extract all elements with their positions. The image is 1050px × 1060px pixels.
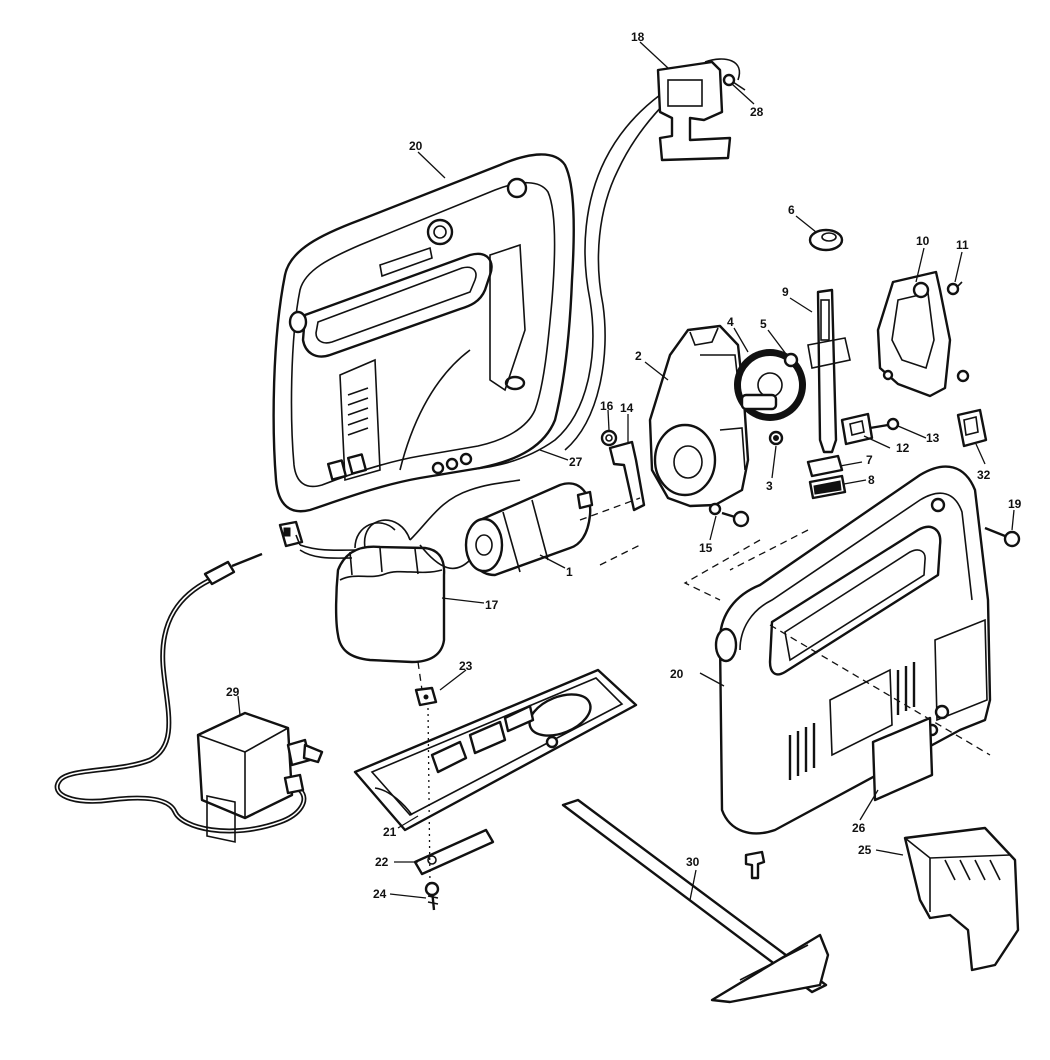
leader-lines xyxy=(237,41,1015,901)
part-screw-13 xyxy=(869,417,900,431)
part-switch xyxy=(454,58,741,471)
callout-16: 16 xyxy=(600,399,614,413)
part-charger-cord xyxy=(54,552,307,834)
align-line-screw-15 xyxy=(683,539,761,601)
align-line-motor xyxy=(579,497,641,521)
part-bush-8 xyxy=(808,474,847,500)
part-connector xyxy=(278,520,304,548)
callout-3: 3 xyxy=(766,479,773,493)
part-screw-24 xyxy=(424,881,440,911)
callout-24: 24 xyxy=(373,887,387,901)
callout-29: 29 xyxy=(226,685,240,699)
callout-6: 6 xyxy=(788,203,795,217)
callout-8: 8 xyxy=(868,473,875,487)
callout-15: 15 xyxy=(699,541,713,555)
callout-9: 9 xyxy=(782,285,789,299)
align-line-battery xyxy=(417,661,423,691)
callout-4: 4 xyxy=(727,315,734,329)
callout-32: 32 xyxy=(977,468,991,482)
align-line-body xyxy=(769,624,991,756)
part-screw-19 xyxy=(984,526,1021,548)
callout-22: 22 xyxy=(375,855,389,869)
part-nut-3 xyxy=(768,430,784,446)
part-screw-28 xyxy=(722,73,746,91)
callout-12: 12 xyxy=(896,441,910,455)
part-shoe-cover-25 xyxy=(903,826,1020,972)
part-plunger-9 xyxy=(807,288,851,454)
callout-5: 5 xyxy=(760,317,767,331)
part-nut-23 xyxy=(414,686,438,707)
part-housing-right xyxy=(714,465,992,835)
part-screw-15 xyxy=(708,502,750,528)
part-gear-housing-2 xyxy=(648,324,750,508)
callout-27: 27 xyxy=(569,455,583,469)
part-battery-17 xyxy=(299,479,521,664)
callout-7: 7 xyxy=(866,453,873,467)
callout-20-right: 20 xyxy=(670,667,684,681)
callout-11: 11 xyxy=(956,238,969,252)
part-bush-7 xyxy=(806,454,844,478)
callout-21: 21 xyxy=(383,825,397,839)
callout-2: 2 xyxy=(635,349,642,363)
part-base-plate-21 xyxy=(353,668,638,832)
part-guide-block-12 xyxy=(840,412,874,446)
callout-23: 23 xyxy=(459,659,473,673)
align-line-gear xyxy=(599,544,641,566)
part-screw-11 xyxy=(946,281,970,383)
part-nut-16 xyxy=(600,429,618,447)
callout-30: 30 xyxy=(686,855,700,869)
callout-20-left: 20 xyxy=(409,139,423,153)
callout-13: 13 xyxy=(926,431,940,445)
callout-18: 18 xyxy=(631,30,645,44)
callout-labels: 18 28 20 6 10 11 9 4 5 2 16 14 12 13 7 8… xyxy=(226,30,1022,901)
callout-10: 10 xyxy=(916,234,930,248)
callout-17: 17 xyxy=(485,598,499,612)
part-nut-6 xyxy=(808,228,844,252)
part-guide-plate-10 xyxy=(876,270,952,398)
part-label-26 xyxy=(871,716,934,802)
part-clip-32 xyxy=(956,408,988,448)
callout-14: 14 xyxy=(620,401,634,415)
part-blade-clamp-14 xyxy=(608,440,646,512)
part-motor-1 xyxy=(464,482,594,577)
callout-28: 28 xyxy=(750,105,764,119)
callout-26: 26 xyxy=(852,821,866,835)
part-housing-left xyxy=(272,153,575,513)
callout-1: 1 xyxy=(566,565,573,579)
part-screw-5 xyxy=(783,352,799,368)
part-rip-fence-30 xyxy=(561,798,830,1004)
align-line-housing xyxy=(729,529,809,571)
part-knob xyxy=(744,850,766,880)
callout-19: 19 xyxy=(1008,497,1022,511)
part-clamp-22 xyxy=(413,828,495,876)
part-gear-4 xyxy=(734,349,806,421)
part-charger-29 xyxy=(196,711,324,843)
callout-25: 25 xyxy=(858,843,872,857)
